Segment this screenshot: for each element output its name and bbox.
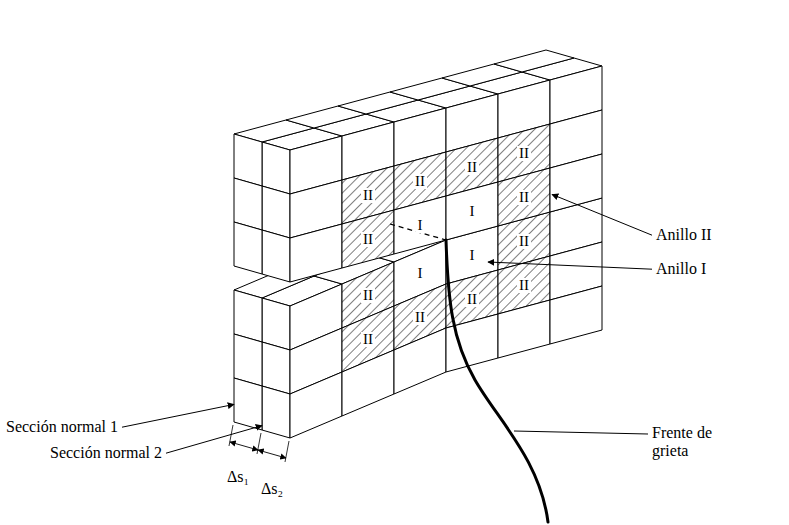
mesh-element (446, 182, 498, 240)
top-face-element (494, 50, 574, 72)
dimension-line (230, 442, 258, 450)
section-leader (166, 426, 262, 454)
ring-number: II (517, 190, 531, 205)
ring-label: Anillo II (656, 226, 712, 244)
side-face-element (234, 334, 262, 386)
mesh-element (550, 154, 602, 212)
side-face-element (234, 134, 262, 186)
ring-number: II (517, 234, 531, 249)
side-face-element (262, 386, 290, 438)
mesh-element (342, 350, 394, 416)
ring-number: I (468, 204, 477, 219)
ring-number: I (416, 218, 425, 233)
ring-number: II (361, 288, 375, 303)
mesh-element (394, 328, 446, 394)
extension-line (285, 441, 289, 462)
ring-number: II (413, 174, 427, 189)
ring-element (342, 210, 394, 268)
mesh-element (394, 196, 446, 254)
ring-label: Anillo I (656, 260, 706, 278)
ring-number: II (413, 310, 427, 325)
side-face-element (262, 298, 290, 350)
ring-number: II (361, 188, 375, 203)
ring-number: I (468, 248, 477, 263)
ring-number: II (517, 146, 531, 161)
section-label: Sección normal 1 (6, 418, 118, 436)
section-leader (122, 404, 234, 427)
mesh-element (290, 372, 342, 438)
side-face-element (262, 142, 290, 194)
mesh-element (498, 300, 550, 358)
dimension-label: Δs₂ (260, 480, 284, 498)
side-face-element (262, 230, 290, 282)
mesh-element (290, 224, 342, 282)
side-face-element (262, 186, 290, 238)
crack-front-leader (514, 431, 648, 434)
ring-number: II (361, 332, 375, 347)
dimension-label: Δs₁ (226, 468, 250, 486)
ring-leader (552, 194, 652, 235)
ring-number: II (517, 278, 531, 293)
dimension-line (258, 450, 286, 458)
crack-front-label: Frente de grieta (652, 424, 732, 461)
side-face-element (234, 222, 262, 274)
mesh-element (550, 286, 602, 344)
ring-element (498, 168, 550, 226)
ring-number: I (416, 266, 425, 281)
side-face-element (262, 342, 290, 394)
ring-number: II (465, 292, 479, 307)
ring-leader (488, 262, 652, 269)
side-face-element (234, 378, 262, 430)
ring-number: II (465, 160, 479, 175)
crack-front-curve (446, 240, 548, 522)
section-label: Sección normal 2 (50, 444, 162, 462)
side-face-element (234, 178, 262, 230)
ring-number: II (361, 232, 375, 247)
side-face-element (234, 290, 262, 342)
